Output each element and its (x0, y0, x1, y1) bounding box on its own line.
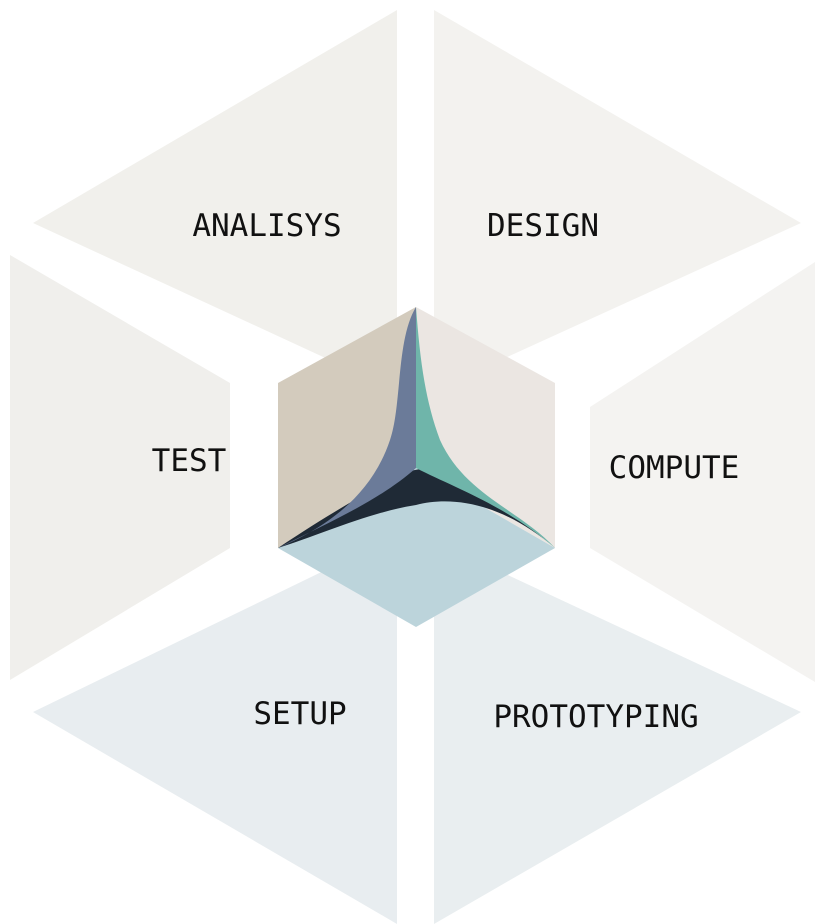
segment-compute: COMPUTE (590, 262, 815, 682)
segment-prototyping: PROTOTYPING (434, 562, 801, 924)
segment-analysis-label: ANALISYS (192, 208, 341, 244)
segment-prototyping-shape (434, 562, 801, 924)
segment-compute-shape (590, 262, 815, 682)
segment-setup-shape (33, 562, 397, 924)
segment-test-label: TEST (152, 443, 227, 479)
segment-analysis: ANALISYS (33, 10, 397, 374)
cube-blade-teal (416, 307, 555, 548)
segment-compute-label: COMPUTE (609, 450, 740, 486)
segment-analysis-shape (33, 10, 397, 374)
segment-test: TEST (10, 255, 230, 680)
segment-setup-label: SETUP (253, 696, 346, 732)
cube-blade-slate (278, 307, 416, 548)
segment-test-shape (10, 255, 230, 680)
segment-design-shape (434, 10, 801, 374)
segment-design-label: DESIGN (487, 208, 599, 244)
segment-design: DESIGN (434, 10, 801, 374)
cube-bottom-face (278, 468, 555, 627)
segment-prototyping-label: PROTOTYPING (493, 699, 698, 735)
center-cube (278, 307, 555, 627)
segment-setup: SETUP (33, 562, 397, 924)
